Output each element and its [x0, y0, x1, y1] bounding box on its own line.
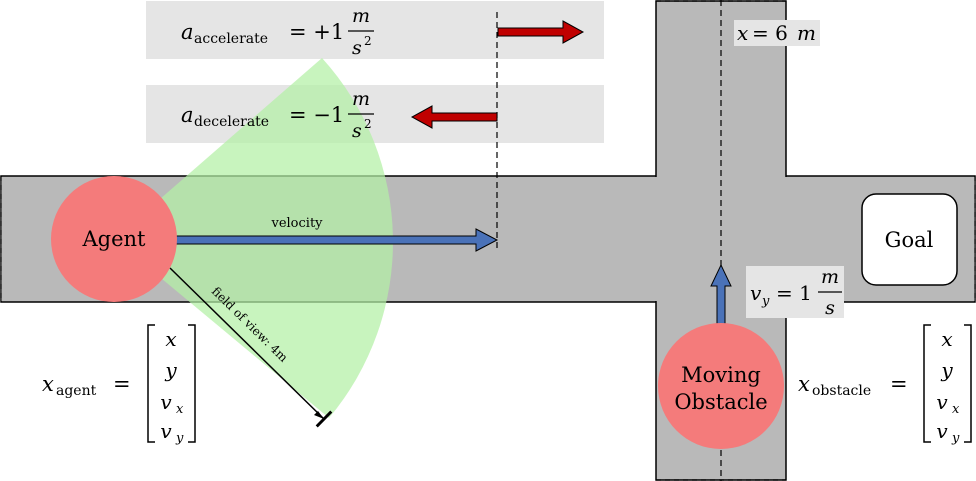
obstacle-state-entry-x: x	[941, 327, 952, 351]
obstacle-label-line2: Obstacle	[674, 390, 767, 414]
decelerate-box	[146, 85, 604, 143]
x-pos-unit: m	[797, 21, 816, 45]
fov-range-arrow	[169, 267, 333, 428]
agent-state-entry-y: y	[164, 358, 177, 382]
agent-state-symbol: x	[42, 372, 54, 396]
vy-denominator: s	[825, 297, 835, 319]
agent-state-vector: x agent = x y v x v y	[42, 324, 196, 446]
decel-denominator: s	[352, 120, 362, 142]
velocity-arrow	[175, 228, 499, 252]
accelerate-equation: a accelerate = +1 m s 2	[181, 5, 374, 59]
goal-box	[861, 193, 958, 286]
agent-circle	[51, 176, 177, 302]
vy-sub: y	[761, 294, 770, 309]
obstacle-state-vector: x obstacle = x y v x v y	[798, 324, 972, 446]
accel-numerator: m	[352, 5, 370, 27]
decel-exponent: 2	[364, 117, 372, 131]
accelerate-arrow	[497, 20, 585, 44]
decel-symbol: a	[181, 103, 194, 127]
vy-numerator: m	[821, 266, 839, 288]
obstacle-state-equals: =	[890, 372, 908, 396]
accel-exponent: 2	[364, 34, 372, 48]
vy-equals: = 1	[776, 281, 812, 305]
agent-state-entry-vx: v	[160, 390, 172, 414]
decel-numerator: m	[352, 88, 370, 110]
obstacle-velocity-arrow	[710, 263, 732, 331]
agent-state-entry-vx-sub: x	[176, 402, 184, 417]
agent-state-subscript: agent	[56, 383, 97, 399]
agent-state-equals: =	[113, 372, 131, 396]
moving-obstacle-circle	[658, 323, 784, 449]
goal-label: Goal	[885, 228, 934, 252]
accel-symbol: a	[181, 20, 194, 44]
decelerate-arrow	[410, 105, 498, 129]
vy-var: v	[750, 281, 762, 305]
agent-state-entry-vy-sub: y	[175, 431, 184, 446]
accel-denominator: s	[352, 37, 362, 59]
vy-label: v y = 1 m s	[750, 266, 842, 319]
decelerate-equation: a decelerate = −1 m s 2	[181, 88, 374, 142]
velocity-label: velocity	[270, 216, 323, 231]
obstacle-state-entry-vx: v	[936, 390, 948, 414]
obstacle-label-line1: Moving	[681, 363, 761, 387]
x-pos-equals: = 6	[752, 21, 788, 45]
obstacle-state-entry-vy: v	[936, 419, 948, 443]
agent-state-entry-vy: v	[160, 419, 172, 443]
x-position-label-box	[734, 20, 820, 46]
obstacle-state-subscript: obstacle	[812, 383, 871, 399]
agent-state-entry-x: x	[165, 327, 176, 351]
x-position-label: x = 6 m	[737, 21, 816, 45]
obstacle-state-entry-y: y	[940, 358, 953, 382]
accel-equals: = +1	[289, 20, 344, 44]
obstacle-state-entry-vx-sub: x	[952, 402, 960, 417]
x-pos-var: x	[737, 21, 748, 45]
agent-label: Agent	[82, 227, 147, 251]
obstacle-state-entry-vy-sub: y	[951, 431, 960, 446]
obstacle-state-symbol: x	[798, 372, 810, 396]
decel-subscript: decelerate	[194, 114, 269, 130]
accel-subscript: accelerate	[194, 31, 268, 47]
decel-equals: = −1	[289, 103, 344, 127]
